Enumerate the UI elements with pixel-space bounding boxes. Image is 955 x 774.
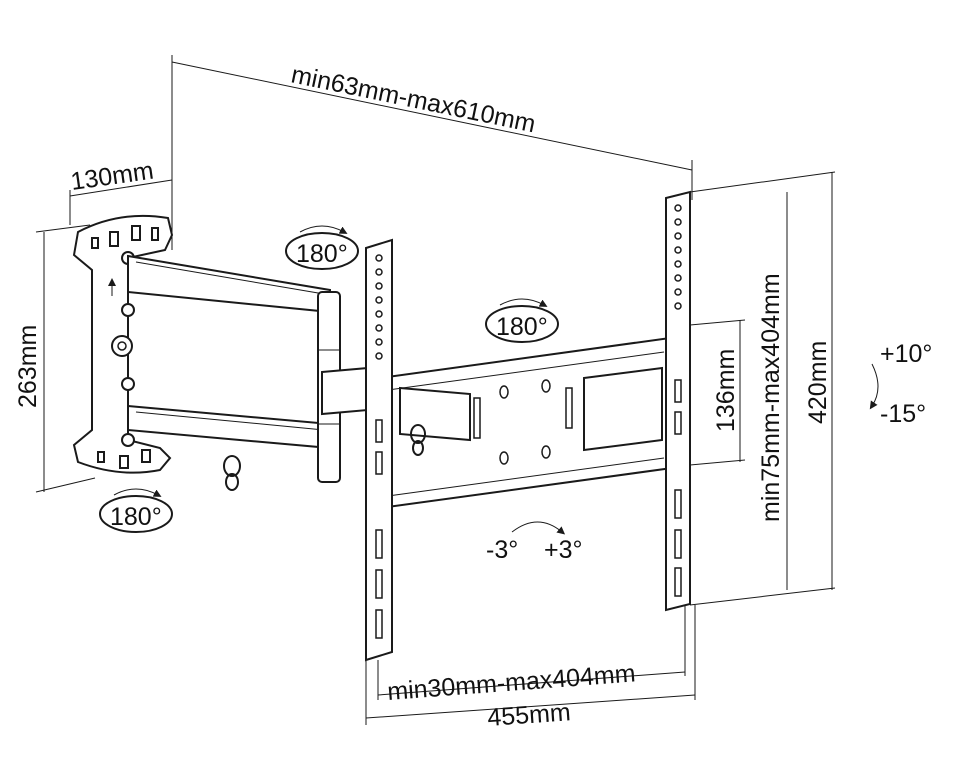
level-minus-label: -3° [486,536,518,564]
right-rail-holes [674,204,682,597]
tv-bracket [365,190,691,662]
tilt-up-label: +10° [880,340,932,368]
vesa-vertical-range-label: min75mm-max404mm [757,273,785,522]
swivel-top-label: 180° [296,240,348,268]
wall-plate-height-label: 263mm [14,325,42,408]
rotation-indicators [99,225,879,535]
wall-plate [72,214,174,474]
tilt-down-label: -15° [880,400,926,428]
wall-plate-depth-label: 130mm [69,157,155,196]
bracket-height-label: 420mm [804,341,832,424]
arm-extension-label: min63mm-max610mm [289,60,538,138]
left-rail-holes [375,254,383,639]
dimension-lines [35,55,836,725]
bracket-width-label: 455mm [486,698,571,732]
swing-arms [127,254,369,491]
level-plus-label: +3° [544,536,583,564]
swivel-bottom-label: 180° [110,503,162,531]
swivel-middle-label: 180° [496,313,548,341]
hole-spacing-vertical-label: 136mm [712,349,740,432]
vesa-horizontal-range-label: min30mm-max404mm [386,659,636,706]
